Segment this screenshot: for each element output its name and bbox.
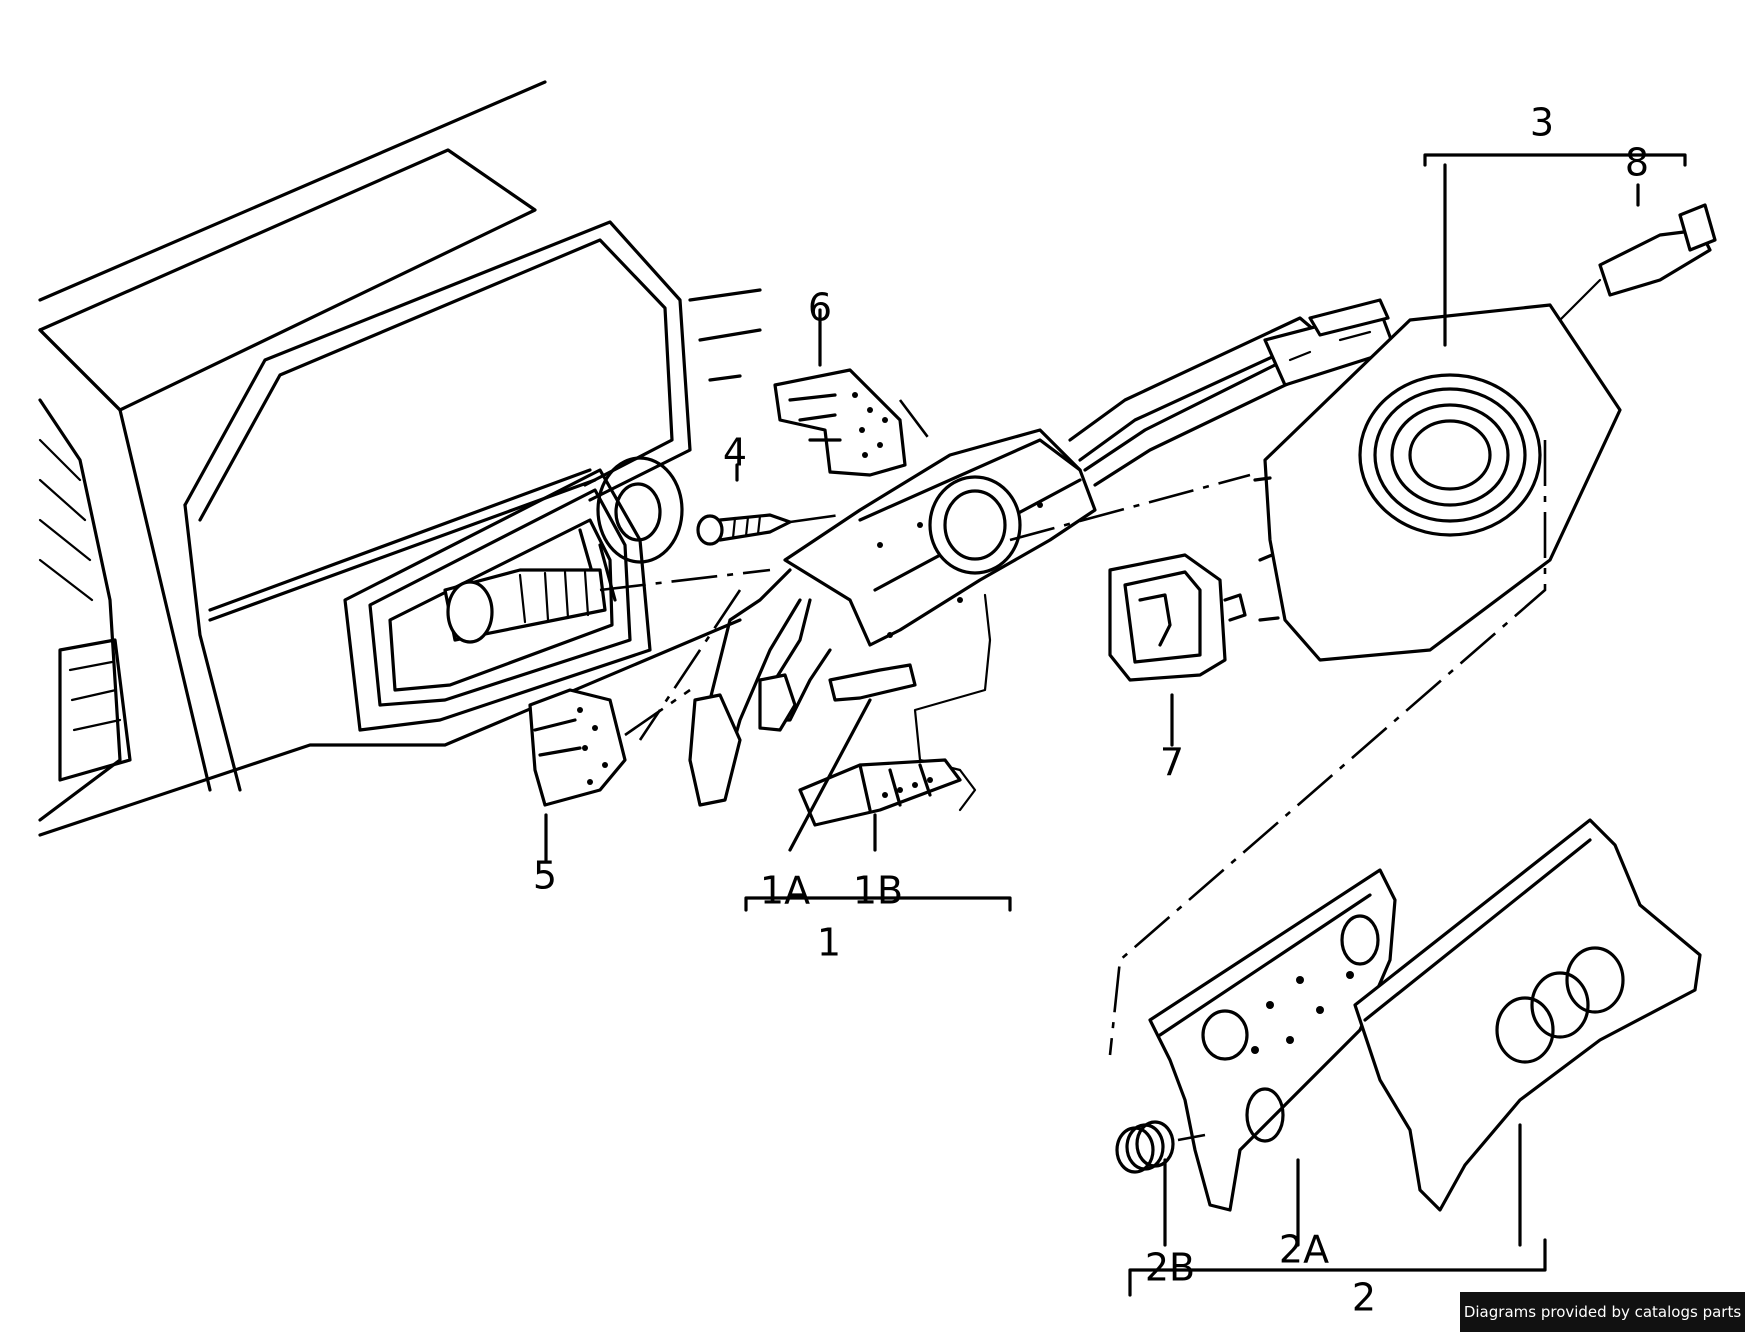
callout-6: 6 xyxy=(808,286,832,330)
part-7-relay xyxy=(1108,553,1247,682)
callout-3: 3 xyxy=(1530,101,1554,145)
part-2-horn-pad xyxy=(1115,818,1702,1212)
callout-4: 4 xyxy=(723,431,747,475)
callout-1b: 1B xyxy=(853,869,903,913)
part-4-screw xyxy=(696,513,841,546)
callout-leaders xyxy=(544,153,1687,1297)
callout-2: 2 xyxy=(1352,1276,1376,1320)
part-1-connectors xyxy=(798,663,962,827)
callout-1a: 1A xyxy=(760,869,810,913)
leader-lines xyxy=(599,440,1547,1056)
callout-8: 8 xyxy=(1625,141,1649,185)
callout-1: 1 xyxy=(817,921,841,965)
callouts: 1 1A 1B 2 2A 2B 3 4 5 6 7 8 xyxy=(533,101,1649,1320)
part-5-switch xyxy=(528,688,691,807)
column-switch-assembly xyxy=(688,298,1397,812)
callout-7: 7 xyxy=(1160,741,1184,785)
callout-5: 5 xyxy=(533,854,557,898)
callout-2b: 2B xyxy=(1145,1246,1195,1290)
part-3-column-cover xyxy=(1009,303,1622,662)
dashboard xyxy=(38,80,762,837)
part-8-switch xyxy=(1558,203,1717,322)
credit-badge: Diagrams provided by catalogs parts xyxy=(1460,1292,1745,1332)
part-6-switch xyxy=(773,368,932,477)
callout-2a: 2A xyxy=(1279,1228,1329,1272)
